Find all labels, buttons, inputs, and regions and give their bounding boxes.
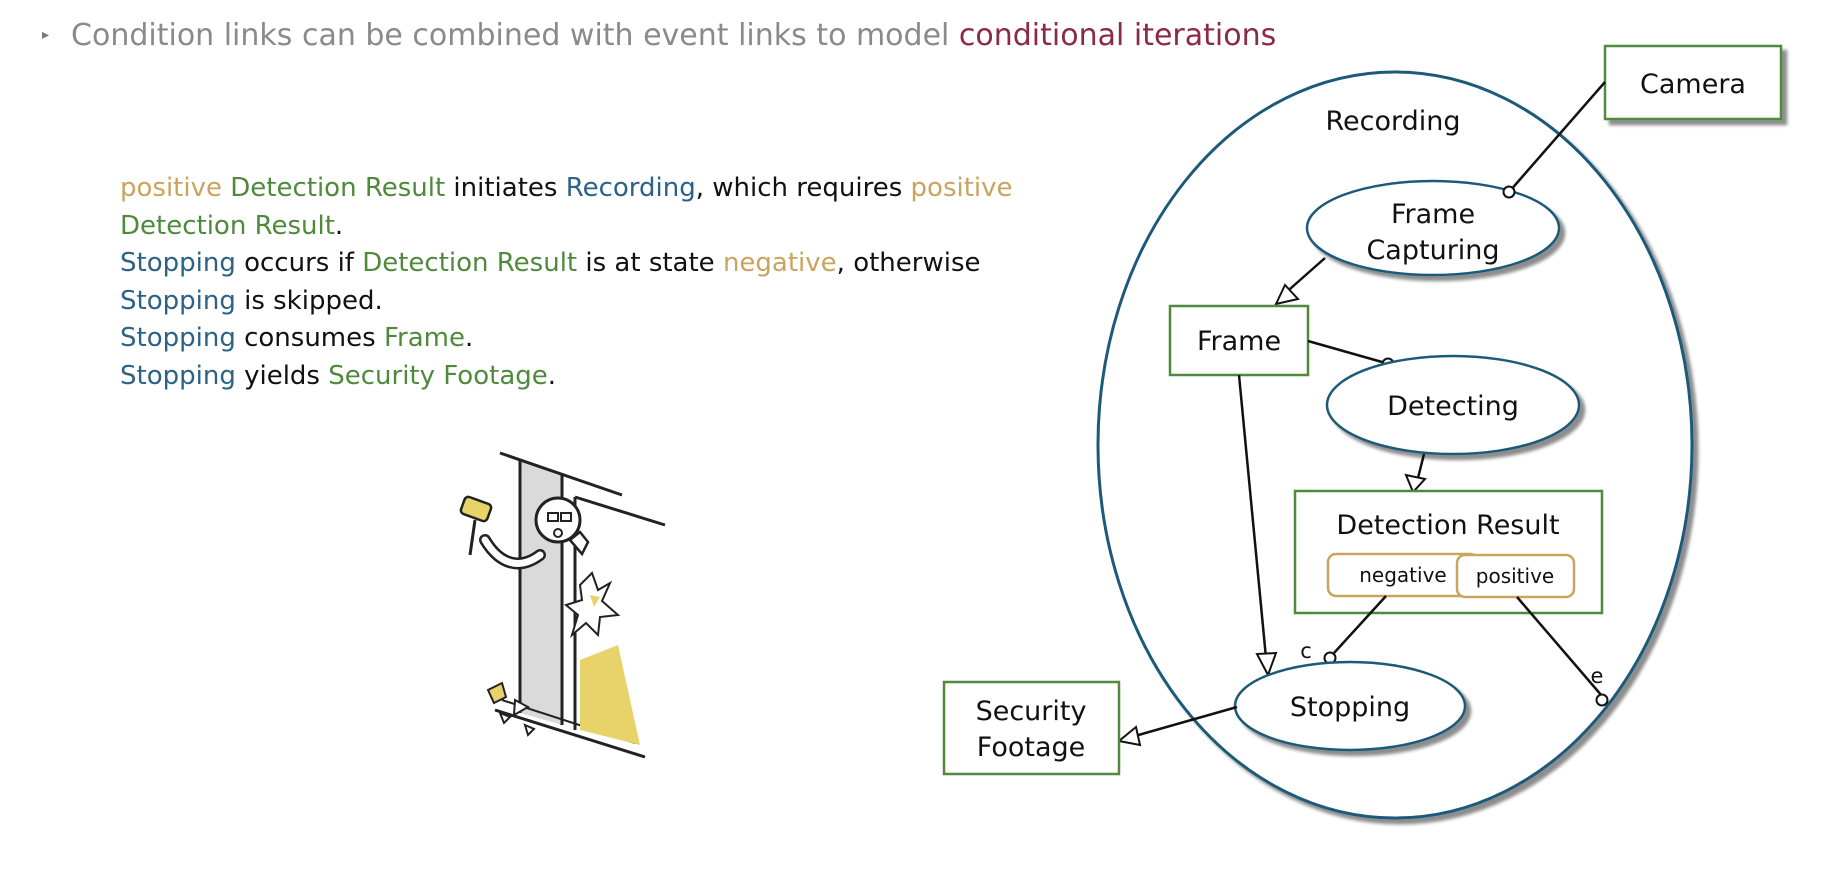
opl-object: Detection Result xyxy=(362,248,578,278)
opl-line-1: positive Detection Result initiates Reco… xyxy=(120,170,1080,208)
agent-link-circle xyxy=(1502,185,1516,199)
light-beam xyxy=(580,645,640,745)
arrow-head-icon xyxy=(1404,473,1427,494)
object-security-footage-label-2: Footage xyxy=(977,732,1086,763)
result-link-detection xyxy=(1416,453,1426,479)
burglar-mouth xyxy=(553,528,563,538)
opl-object: Detection Result xyxy=(120,210,335,241)
arrow-head-icon xyxy=(1116,725,1142,747)
process-frame-capturing-label-2: Capturing xyxy=(1366,235,1499,266)
window-sill-line xyxy=(494,708,646,759)
condition-link-label: c xyxy=(1300,639,1312,663)
object-camera-label: Camera xyxy=(1640,69,1746,100)
glass-shard-2 xyxy=(512,698,531,717)
burglar-hand xyxy=(568,530,590,557)
burglar-eye-left xyxy=(547,512,559,522)
opl-text: consumes xyxy=(235,323,384,353)
opl-process: Stopping xyxy=(120,323,236,353)
result-link-footage xyxy=(1134,705,1238,738)
opl-state: positive xyxy=(120,173,222,203)
opl-process: Stopping xyxy=(120,248,236,278)
bullet-highlight: conditional iterations xyxy=(958,18,1277,53)
bullet-text: Condition links can be combined with eve… xyxy=(71,18,959,53)
glass-shard-3 xyxy=(523,723,536,737)
opl-object: Security Footage xyxy=(328,360,548,391)
flashlight-handle xyxy=(468,519,477,556)
opl-process: Stopping xyxy=(120,285,236,316)
object-security-footage-label-1: Security xyxy=(976,696,1087,727)
event-link-label: e xyxy=(1591,664,1604,688)
process-detecting[interactable] xyxy=(1325,354,1581,456)
opl-object: Detection Result xyxy=(230,173,446,203)
object-security-footage[interactable] xyxy=(942,680,1121,776)
state-negative-label: negative xyxy=(1359,563,1446,587)
process-detecting-label: Detecting xyxy=(1387,391,1519,422)
agent-link-camera xyxy=(1508,81,1606,193)
opl-text: , otherwise xyxy=(836,248,981,278)
state-positive[interactable] xyxy=(1455,553,1576,599)
bullet-marker-icon: ▸ xyxy=(42,27,50,43)
opl-state: negative xyxy=(722,248,837,278)
opl-text: is at state xyxy=(577,248,723,278)
opl-text: yields xyxy=(235,360,329,391)
process-frame-capturing[interactable] xyxy=(1305,179,1561,277)
opl-process: Stopping xyxy=(120,360,236,391)
event-link-circle xyxy=(1595,693,1609,707)
condition-link-negative xyxy=(1333,595,1387,654)
consumption-link-frame xyxy=(1237,374,1268,659)
glass-spark xyxy=(590,595,600,607)
burglar-illustration-icon xyxy=(459,451,666,759)
process-stopping[interactable] xyxy=(1233,660,1467,752)
slide-bullet: ▸ Condition links can be combined with ev… xyxy=(42,18,1276,53)
opl-text: . xyxy=(334,210,344,241)
glass-shard-1 xyxy=(486,681,508,705)
arrow-head-icon xyxy=(1255,651,1278,678)
state-positive-label: positive xyxy=(1476,564,1554,588)
object-camera[interactable] xyxy=(1603,44,1783,121)
opl-sentences: positive Detection Result initiates Reco… xyxy=(120,170,1080,395)
object-frame[interactable] xyxy=(1168,304,1310,377)
object-detection-result-label: Detection Result xyxy=(1336,510,1559,541)
glass-shard-4 xyxy=(498,711,512,725)
opl-process: Recording xyxy=(565,173,696,203)
burglar-eye-right xyxy=(560,512,572,522)
opl-state: positive xyxy=(910,173,1013,203)
opl-line-6: Stopping yields Security Footage. xyxy=(120,358,1080,396)
opl-text: . xyxy=(547,360,557,391)
opl-line-2: Detection Result. xyxy=(120,208,1080,246)
glass-burst xyxy=(563,571,621,638)
object-frame-label: Frame xyxy=(1197,326,1281,357)
process-frame-capturing-label-1: Frame xyxy=(1391,199,1475,230)
opl-text: occurs if xyxy=(235,248,363,278)
opl-text: is skipped. xyxy=(235,285,383,316)
opl-text: , which requires xyxy=(695,173,911,203)
event-link-positive xyxy=(1516,596,1603,697)
opl-text: initiates xyxy=(445,173,566,203)
opl-line-4: Stopping is skipped. xyxy=(120,283,1080,321)
opl-line-3: Stopping occurs if Detection Result is a… xyxy=(120,245,1080,283)
flashlight-icon xyxy=(459,495,493,523)
window-sash-line xyxy=(574,495,666,527)
burglar-arm xyxy=(481,536,544,567)
process-stopping-label: Stopping xyxy=(1290,692,1410,723)
opl-line-5: Stopping consumes Frame. xyxy=(120,320,1080,358)
instrument-link-frame xyxy=(1307,339,1383,364)
process-recording-label: Recording xyxy=(1325,106,1460,137)
opl-object: Frame xyxy=(383,323,465,353)
arrow-head-icon xyxy=(1274,283,1300,306)
opl-text: . xyxy=(464,323,474,353)
